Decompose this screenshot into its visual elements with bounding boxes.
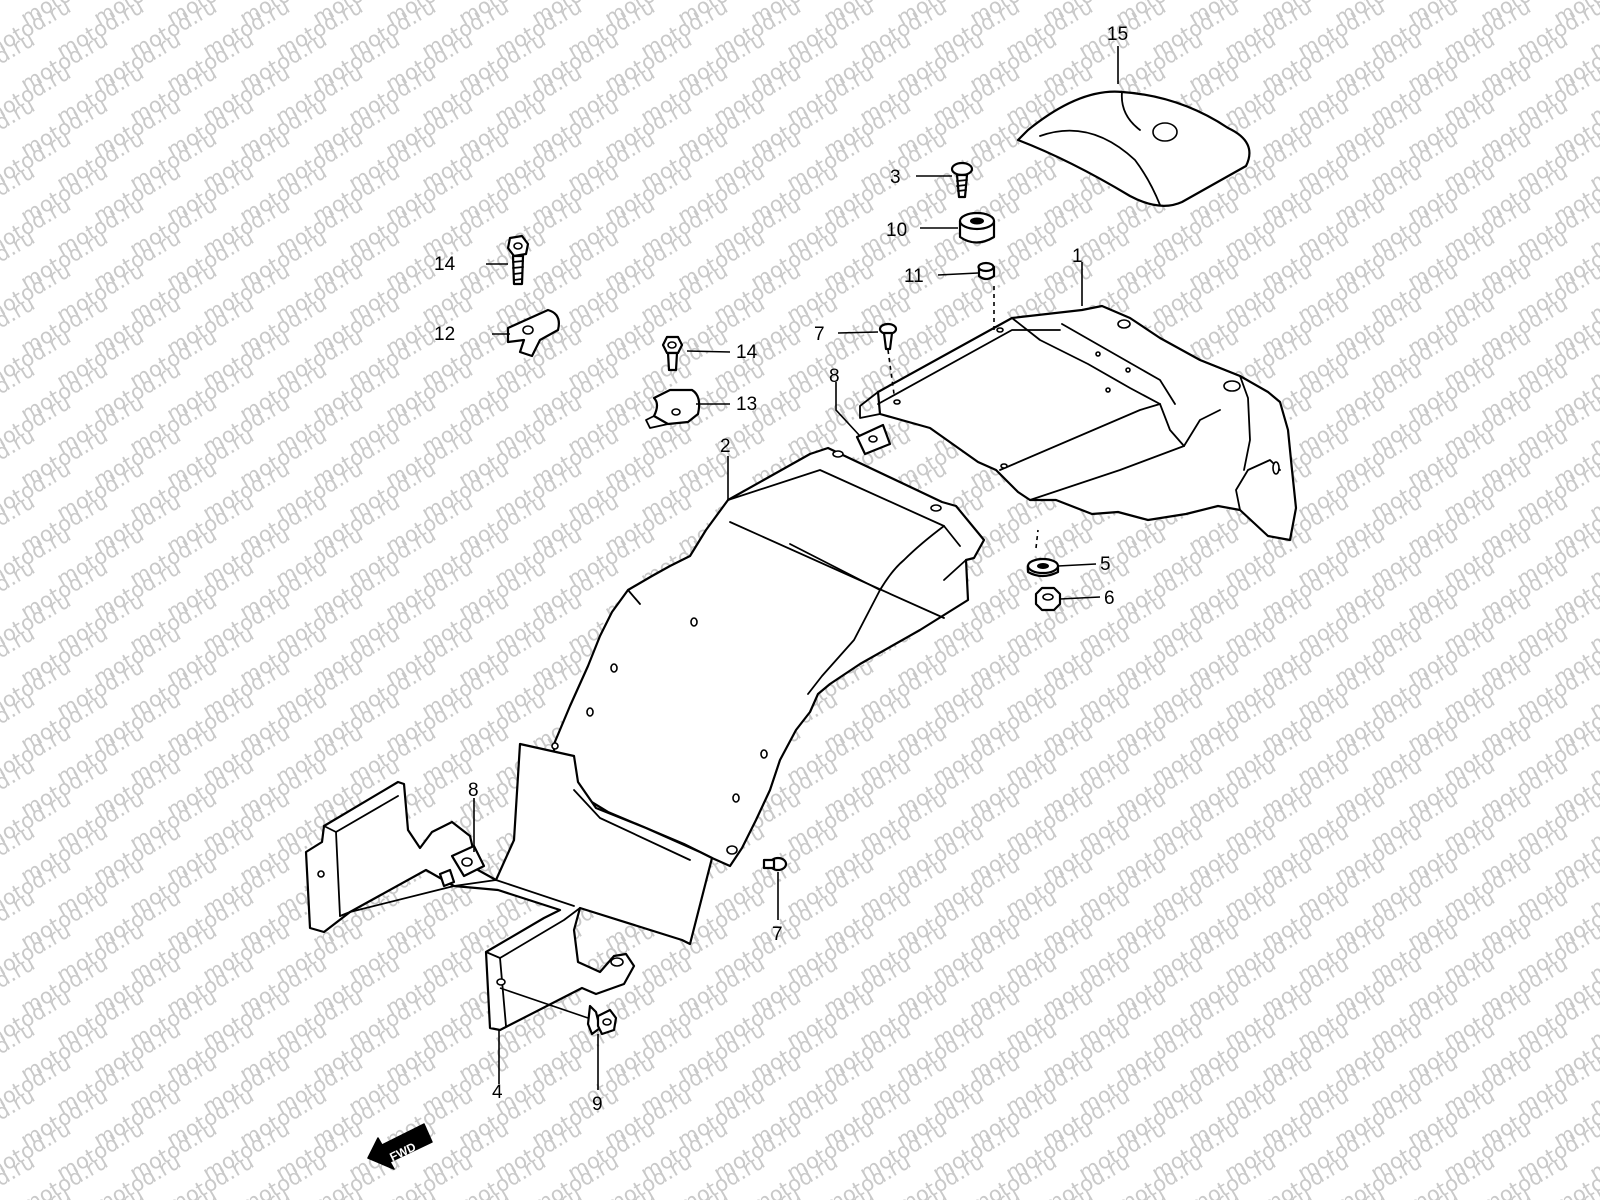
part-9-bolt [586,1004,618,1036]
callout-3: 4 [492,1082,503,1103]
callout-2: 2 [720,436,731,457]
part-4-screw [950,161,974,199]
part-6-nut [1034,586,1062,612]
part-14-mid-bolt [661,335,684,372]
callout-15: 15 [1107,24,1128,45]
part-11-nut [977,261,996,281]
part-15-pouch [1016,90,1251,207]
callout-labels: 15 3 10 11 1 7 14 12 14 13 8 2 5 6 8 7 9… [434,24,1128,1115]
leader-lines [473,46,1119,1090]
part-1-rear-fender [859,304,1298,542]
callout-13: 13 [736,394,757,415]
part-8-upper-nut [855,423,892,456]
callout-9: 9 [592,1094,603,1115]
part-8-lower-nut [438,844,486,888]
callout-11: 11 [904,266,924,287]
part-13-clamp [645,388,701,429]
part-5-washer [1026,557,1060,578]
part-7-upper-screw [878,322,898,351]
callout-1: 1 [1072,246,1083,267]
callout-12: 12 [434,324,455,345]
part-2-fender-front [551,446,986,868]
callout-10: 10 [886,220,907,241]
callout-4: 3 [890,167,901,188]
callout-7-upper: 7 [814,324,825,345]
callout-8-lower: 8 [468,780,479,801]
callout-8-upper: 8 [829,366,840,387]
part-3-lower-fender [304,742,714,1032]
callout-14-upper: 14 [434,254,456,275]
part-7-lower-screw [762,856,788,872]
part-12-clamp [506,308,560,358]
callout-5: 5 [1100,554,1111,575]
callout-14-mid: 14 [736,342,758,363]
callout-6: 6 [1104,588,1115,609]
part-10-grommet [958,211,996,244]
part-14-upper-bolt [506,234,530,286]
callout-7-lower: 7 [772,924,783,945]
